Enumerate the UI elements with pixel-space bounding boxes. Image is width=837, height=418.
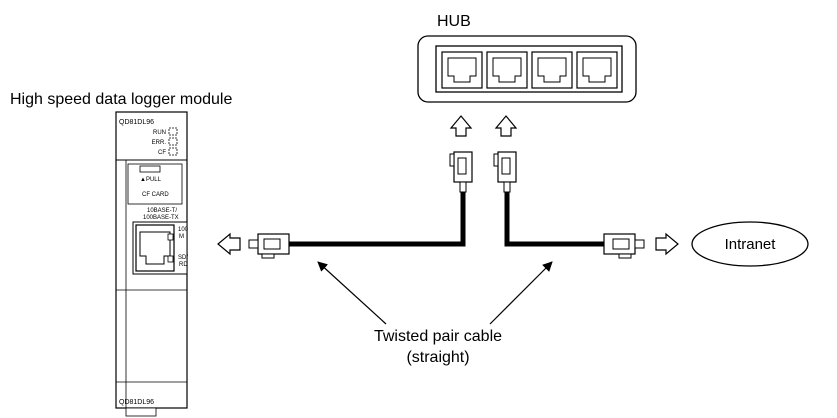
rj45-plug-horizontal-left <box>248 233 290 259</box>
right-arrow-icon <box>655 232 679 256</box>
led-sdrd-label-1: SD/ <box>178 255 188 261</box>
hub-port-1 <box>441 51 483 89</box>
hub-label: HUB <box>437 13 471 30</box>
hub-port-2 <box>486 51 528 89</box>
up-arrow-icon <box>494 115 518 137</box>
cf-card-label: CF CARD <box>142 192 169 198</box>
led-cf-indicator <box>168 147 178 156</box>
led-cf-label: CF <box>158 150 166 156</box>
intranet-label: Intranet <box>725 236 777 253</box>
pull-label: ▲PULL <box>140 177 162 183</box>
cable-label-line2: (straight) <box>406 349 469 366</box>
led-err-label: ERR. <box>152 140 167 146</box>
hub-port-3 <box>531 51 573 89</box>
led-run-label: RUN <box>153 130 166 136</box>
cable-to-module <box>289 192 466 247</box>
intranet-cloud <box>691 221 809 267</box>
ethernet-label-1: 10BASE-T/ <box>147 208 177 214</box>
hub <box>417 35 637 103</box>
ethernet-label-2: 100BASE-TX <box>143 215 179 221</box>
led-100m-label-1: 100 <box>178 227 189 233</box>
data-logger-module: QD81DL96 RUN ERR. CF ▲PULL CF CARD 10BAS… <box>115 111 189 417</box>
led-err-indicator <box>168 137 178 146</box>
callout-arrow-left <box>317 261 387 325</box>
led-100m-label-2: M <box>179 234 184 240</box>
led-sdrd-label-2: RD <box>179 262 188 268</box>
model-label-top: QD81DL96 <box>119 119 154 126</box>
left-arrow-icon <box>217 232 241 256</box>
callout-arrow-right <box>489 261 553 325</box>
up-arrow-icon <box>449 115 473 137</box>
led-run-indicator <box>168 127 178 136</box>
cable-to-intranet <box>504 192 604 247</box>
model-label-bottom: QD81DL96 <box>119 399 154 406</box>
hub-port-4 <box>576 51 618 89</box>
rj45-plug-vertical-left <box>449 151 473 193</box>
rj45-plug-horizontal-right <box>603 233 645 259</box>
cable-label-line1: Twisted pair cable <box>374 328 502 345</box>
module-title: High speed data logger module <box>10 91 232 108</box>
rj45-plug-vertical-right <box>493 151 517 193</box>
